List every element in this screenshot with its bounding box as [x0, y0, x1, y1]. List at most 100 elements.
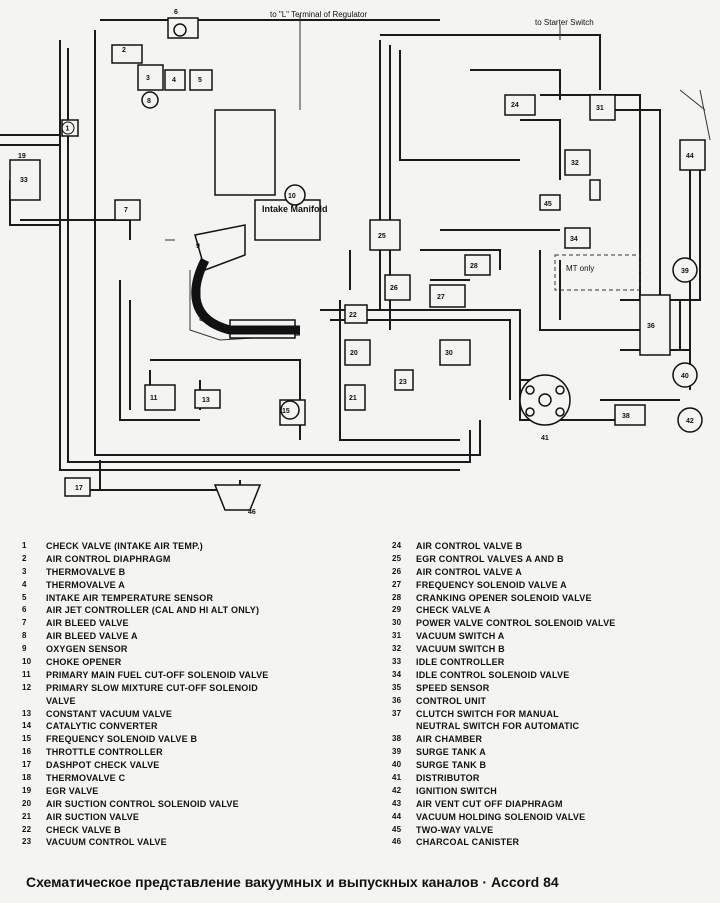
- legend-number: 40: [392, 760, 402, 770]
- legend-text: TWO-WAY VALVE: [416, 824, 494, 835]
- legend-number: 37: [392, 708, 402, 718]
- component-air-control-valve-b: [504, 94, 536, 116]
- air-bleed-valve-a: [141, 91, 159, 109]
- component-resistor: [589, 179, 601, 201]
- svg-text:34: 34: [570, 236, 578, 243]
- svg-text:9: 9: [196, 243, 200, 250]
- svg-text:17: 17: [75, 485, 83, 492]
- component-egr-control-valves: [369, 219, 401, 251]
- components: [9, 17, 706, 511]
- component-throttle-controller: [194, 389, 221, 409]
- svg-text:39: 39: [681, 268, 689, 275]
- component-air-bleed-valve: [114, 199, 141, 221]
- svg-text:41: 41: [541, 435, 549, 442]
- svg-text:31: 31: [596, 105, 604, 112]
- callout-numbers: 1 2 3 4 5 6 7 8 9 10 11 13 14 15 17 19 2…: [18, 9, 694, 516]
- component-frequency-solenoid-valve-a: [429, 284, 466, 308]
- legend-number: 20: [22, 798, 32, 808]
- legend-number: 26: [392, 566, 402, 576]
- legend-number: 45: [392, 824, 402, 834]
- label-to-starter: to Starter Switch: [535, 18, 594, 27]
- surge-tank-a: [672, 257, 698, 283]
- component-air-control-diaphragm: [111, 44, 143, 64]
- svg-text:22: 22: [349, 312, 357, 319]
- svg-text:33: 33: [20, 177, 28, 184]
- svg-text:20: 20: [350, 350, 358, 357]
- legend-item: 20 AIR SUCTION CONTROL SOLENOID VALVE: [22, 798, 372, 811]
- component-control-unit: [639, 294, 671, 356]
- component-cranking-opener: [464, 254, 491, 276]
- component-charcoal-canister: [213, 484, 262, 511]
- component-power-valve-solenoid: [439, 339, 471, 366]
- legend-number: 5: [22, 592, 27, 602]
- legend-number: 28: [392, 592, 402, 602]
- legend-number: 14: [22, 721, 32, 731]
- round-components: [141, 23, 703, 433]
- legend-number: 33: [392, 657, 402, 667]
- legend-text: POWER VALVE CONTROL SOLENOID VALVE: [416, 618, 616, 629]
- legend-number: 38: [392, 734, 402, 744]
- legend-number: 34: [392, 669, 402, 679]
- component-air-control-valve-a: [384, 274, 411, 301]
- legend-number: [392, 720, 416, 733]
- legend-text: IDLE CONTROLLER: [416, 657, 505, 668]
- caption: Схематическое представление вакуумных и …: [26, 874, 559, 890]
- legend-number: 43: [392, 798, 402, 808]
- component-thermovalve-a: [164, 69, 186, 91]
- component-air-suction-valve: [344, 384, 366, 411]
- svg-text:44: 44: [686, 153, 694, 160]
- legend-text: DISTRIBUTOR: [416, 773, 480, 784]
- hose-lines: [0, 19, 701, 500]
- legend-number: 32: [392, 644, 402, 654]
- legend-number: 2: [22, 553, 27, 563]
- legend-text: AIR SUCTION CONTROL SOLENOID VALVE: [46, 798, 239, 809]
- component-frequency-solenoid-valve-b: [144, 384, 176, 411]
- legend-number: 27: [392, 579, 402, 589]
- legend-text: PRIMARY MAIN FUEL CUT-OFF SOLENOID VALVE: [46, 669, 269, 680]
- legend-number: 35: [392, 682, 402, 692]
- surge-tank-b: [672, 362, 698, 388]
- legend-text: PRIMARY SLOW MIXTURE CUT-OFF SOLENOID: [46, 682, 258, 693]
- legend-text: VACUUM CONTROL VALVE: [46, 837, 167, 848]
- svg-text:19: 19: [18, 153, 26, 160]
- legend-text: VALVE: [46, 695, 76, 706]
- component-air-suction-control-solenoid: [344, 339, 371, 366]
- exhaust-pipe: [191, 257, 300, 335]
- legend-text: VACUUM HOLDING SOLENOID VALVE: [416, 811, 586, 822]
- legend-text: THERMOVALVE B: [46, 566, 126, 577]
- legend-text: INTAKE AIR TEMPERATURE SENSOR: [46, 592, 214, 603]
- legend-number: 36: [392, 695, 402, 705]
- legend-number: 15: [22, 734, 32, 744]
- legend-text: THERMOVALVE A: [46, 579, 125, 590]
- svg-text:7: 7: [124, 207, 128, 214]
- component-carburetor: [214, 109, 276, 196]
- svg-text:3: 3: [146, 75, 150, 82]
- legend-number: 18: [22, 773, 32, 783]
- svg-text:30: 30: [445, 350, 453, 357]
- legend-text: THROTTLE CONTROLLER: [46, 747, 163, 758]
- legend-text: CONTROL UNIT: [416, 695, 487, 706]
- svg-text:36: 36: [647, 323, 655, 330]
- legend-text: AIR BLEED VALVE: [46, 618, 129, 629]
